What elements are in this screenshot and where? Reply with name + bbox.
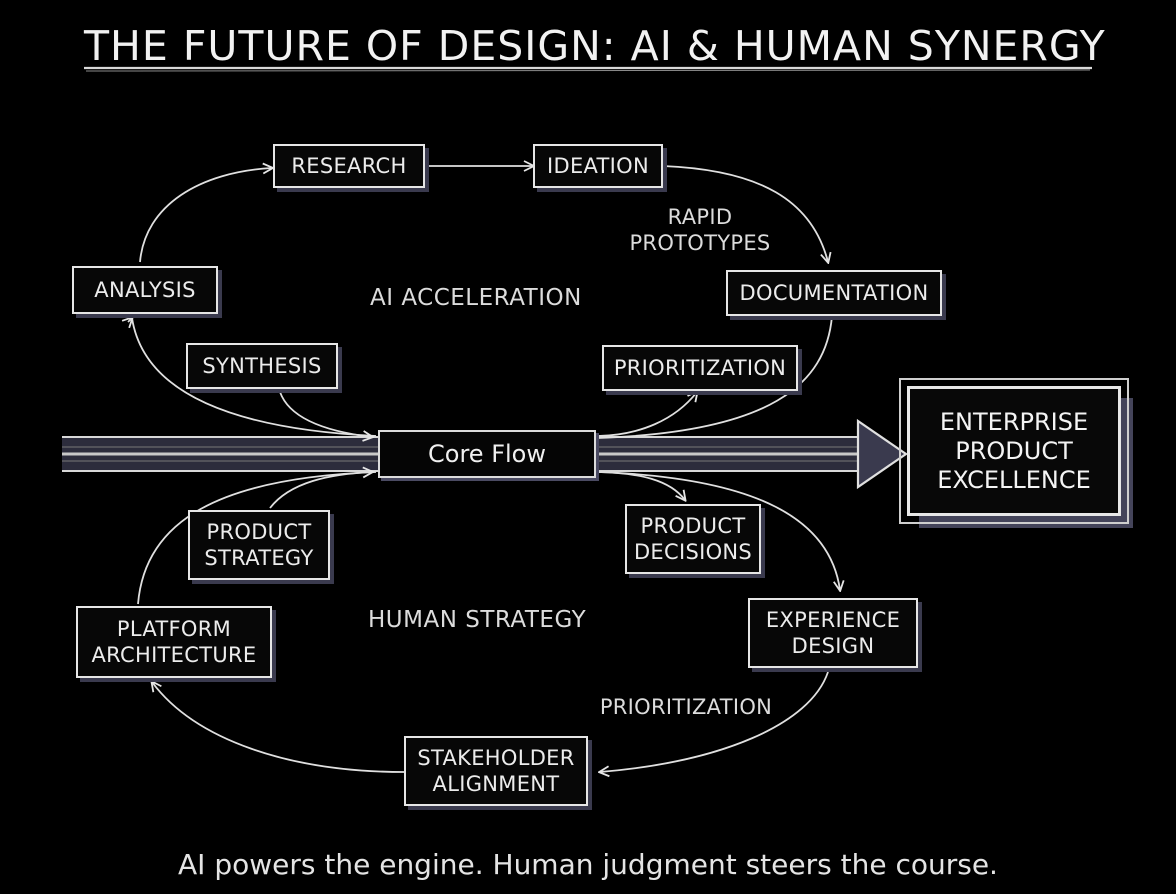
page-title: THE FUTURE OF DESIGN: AI & HUMAN SYNERGY	[84, 22, 1106, 70]
node-prioritization-ai-label: PRIORITIZATION	[613, 356, 787, 380]
node-stakeholder-alignment-label: STAKEHOLDER ALIGNMENT	[417, 746, 575, 796]
node-synthesis[interactable]: SYNTHESIS	[186, 343, 338, 389]
caption: AI powers the engine. Human judgment ste…	[178, 848, 998, 881]
node-ideation-label: IDEATION	[546, 154, 650, 178]
ai-loop-arrows	[128, 166, 833, 438]
node-analysis[interactable]: ANALYSIS	[72, 266, 218, 314]
section-label-human-strategy: HUMAN STRATEGY	[368, 607, 587, 633]
node-research[interactable]: RESEARCH	[273, 144, 425, 188]
node-documentation[interactable]: DOCUMENTATION	[726, 270, 942, 316]
node-research-label: RESEARCH	[291, 154, 407, 178]
core-flow-pipe	[62, 418, 908, 490]
node-product-strategy-label: PRODUCT STRATEGY	[204, 520, 314, 570]
node-product-strategy[interactable]: PRODUCT STRATEGY	[188, 510, 330, 580]
human-loop-arrows	[137, 472, 840, 772]
node-platform-architecture-label: PLATFORM ARCHITECTURE	[91, 617, 257, 667]
core-flow-box[interactable]: Core Flow	[378, 430, 596, 478]
node-platform-architecture[interactable]: PLATFORM ARCHITECTURE	[76, 606, 272, 678]
node-product-decisions-label: PRODUCT DECISIONS	[633, 514, 753, 564]
node-product-decisions[interactable]: PRODUCT DECISIONS	[625, 504, 761, 574]
label-rapid-prototypes: RAPID PROTOTYPES	[629, 205, 771, 255]
node-stakeholder-alignment[interactable]: STAKEHOLDER ALIGNMENT	[404, 736, 588, 806]
node-documentation-label: DOCUMENTATION	[739, 281, 929, 305]
node-experience-design-label: EXPERIENCE DESIGN	[765, 608, 901, 658]
node-analysis-label: ANALYSIS	[94, 278, 196, 302]
node-experience-design[interactable]: EXPERIENCE DESIGN	[748, 598, 918, 668]
node-prioritization-ai[interactable]: PRIORITIZATION	[602, 345, 798, 391]
node-synthesis-label: SYNTHESIS	[202, 354, 322, 378]
section-label-ai-acceleration: AI ACCELERATION	[370, 285, 582, 311]
destination-label: ENTERPRISE PRODUCT EXCELLENCE	[937, 407, 1091, 494]
destination-enterprise-product-excellence[interactable]: ENTERPRISE PRODUCT EXCELLENCE	[899, 378, 1129, 524]
core-flow-label: Core Flow	[428, 440, 546, 468]
label-prioritization-human: PRIORITIZATION	[599, 695, 773, 719]
node-ideation[interactable]: IDEATION	[533, 144, 663, 188]
